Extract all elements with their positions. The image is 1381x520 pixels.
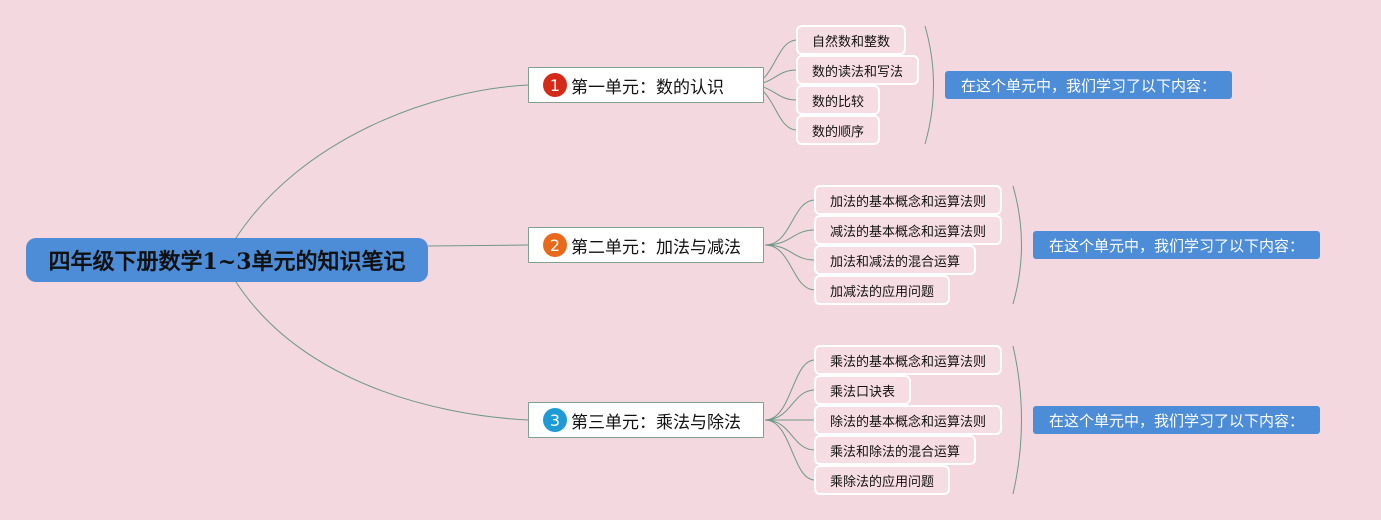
connector-unit-3-topic-2 bbox=[764, 389, 816, 421]
unit-3-topic-2[interactable]: 乘法口诀表 bbox=[814, 375, 912, 405]
root-topic[interactable]: 四年级下册数学1~3单元的知识笔记 bbox=[26, 238, 428, 282]
connector-unit-2-topic-2 bbox=[764, 229, 816, 246]
unit-1-topic-2[interactable]: 数的读法和写法 bbox=[796, 55, 920, 85]
connector-unit-3-topic-1 bbox=[764, 359, 816, 421]
connector-unit-3-topic-5 bbox=[764, 419, 816, 481]
unit-2-summary-note[interactable]: 在这个单元中，我们学习了以下内容： bbox=[1033, 231, 1321, 259]
unit-1-topic-1[interactable]: 自然数和整数 bbox=[796, 25, 907, 55]
unit-3-node[interactable]: 3 第三单元：乘法与除法 bbox=[528, 402, 764, 438]
connector-unit-3-topic-4 bbox=[764, 419, 816, 451]
unit-3-topic-5[interactable]: 乘除法的应用问题 bbox=[814, 465, 951, 495]
unit-2-node[interactable]: 2 第二单元：加法与减法 bbox=[528, 227, 764, 263]
summary-bracket-unit-1 bbox=[924, 25, 934, 145]
unit-1-title: 第一单元：数的认识 bbox=[571, 77, 724, 98]
unit-3-topic-4[interactable]: 乘法和除法的混合运算 bbox=[814, 435, 977, 465]
unit-3-title: 第三单元：乘法与除法 bbox=[571, 412, 741, 433]
unit-3-topic-3[interactable]: 除法的基本概念和运算法则 bbox=[814, 405, 1003, 435]
unit-1-summary-note[interactable]: 在这个单元中，我们学习了以下内容： bbox=[945, 71, 1233, 99]
connector-unit-2-topic-3 bbox=[764, 244, 816, 261]
unit-1-topic-3[interactable]: 数的比较 bbox=[796, 85, 881, 115]
unit-2-topic-4[interactable]: 加减法的应用问题 bbox=[814, 275, 951, 305]
connector-root-unit-3 bbox=[235, 281, 529, 421]
number-2-icon: 2 bbox=[543, 233, 567, 257]
unit-2-topic-3[interactable]: 加法和减法的混合运算 bbox=[814, 245, 977, 275]
summary-bracket-unit-2 bbox=[1012, 185, 1022, 305]
number-1-icon: 1 bbox=[543, 73, 567, 97]
connector-root-unit-2 bbox=[427, 244, 529, 247]
unit-2-topic-2[interactable]: 减法的基本概念和运算法则 bbox=[814, 215, 1003, 245]
summary-bracket-unit-3 bbox=[1012, 345, 1022, 495]
unit-1-node[interactable]: 1 第一单元：数的认识 bbox=[528, 67, 764, 103]
unit-3-topic-1[interactable]: 乘法的基本概念和运算法则 bbox=[814, 345, 1003, 375]
number-3-icon: 3 bbox=[543, 408, 567, 432]
connector-unit-2-topic-4 bbox=[764, 244, 816, 291]
connector-unit-2-topic-1 bbox=[764, 199, 816, 246]
connector-root-unit-1 bbox=[235, 84, 529, 239]
unit-1-topic-4[interactable]: 数的顺序 bbox=[796, 115, 881, 145]
unit-3-summary-note[interactable]: 在这个单元中，我们学习了以下内容： bbox=[1033, 406, 1321, 434]
unit-2-title: 第二单元：加法与减法 bbox=[571, 237, 741, 258]
unit-2-topic-1[interactable]: 加法的基本概念和运算法则 bbox=[814, 185, 1003, 215]
